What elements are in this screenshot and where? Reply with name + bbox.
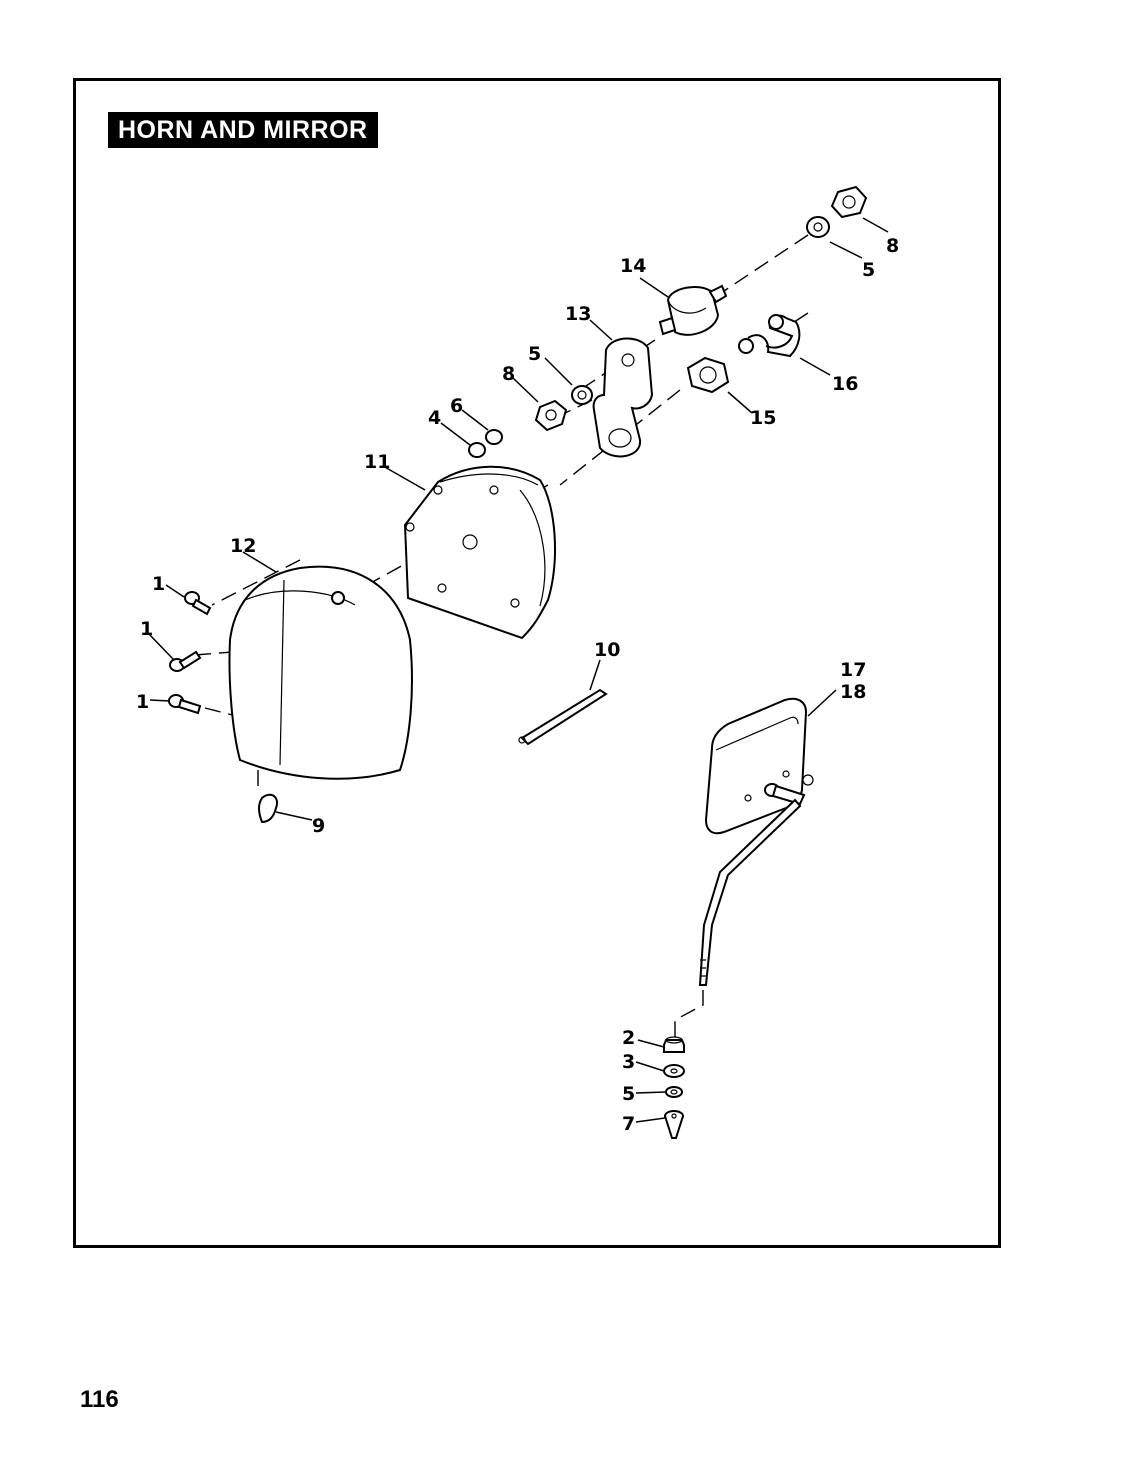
callout-8-top: 8 [886,235,899,257]
callout-2: 2 [622,1027,635,1049]
callout-17: 17 [840,659,866,681]
washer-part-4 [468,442,486,458]
horn-body-part-11 [403,465,556,640]
callout-16: 16 [832,373,858,395]
section-title: HORN AND MIRROR [108,112,378,148]
lockwasher-part-5-bottom [665,1086,683,1098]
lockwasher-part-5-top [806,216,830,238]
callout-13: 13 [565,303,591,325]
mirror-part-17-18 [698,697,814,986]
callout-12: 12 [230,535,256,557]
screw-part-1-top [184,591,212,616]
callout-6: 6 [450,395,463,417]
large-nut-part-15 [686,356,730,394]
callout-5-middle: 5 [528,343,541,365]
callout-1-middle: 1 [140,618,153,640]
screw-part-1-middle [169,650,202,672]
terminal-strap-part-16 [738,314,801,358]
nut-part-8-middle [534,399,568,432]
diagram-frame [73,78,1001,1248]
nut-part-8-top [830,185,868,219]
bracket-part-13 [592,337,654,458]
rubber-mount-part-14 [658,284,728,336]
callout-15: 15 [750,407,776,429]
callout-1-top: 1 [152,573,165,595]
washer-part-3 [663,1064,685,1078]
callout-5-bottom: 5 [622,1083,635,1105]
lockwasher-part-5-middle [571,385,593,405]
callout-18: 18 [840,681,866,703]
callout-1-bottom: 1 [136,691,149,713]
callout-3: 3 [622,1051,635,1073]
leader-lines [147,217,889,1123]
callout-9: 9 [312,815,325,837]
clip-part-9 [258,793,278,824]
callout-8-middle: 8 [502,363,515,385]
callout-14: 14 [620,255,646,277]
horn-cover-part-12 [228,565,413,780]
callout-5-top: 5 [862,259,875,281]
page-number: 116 [80,1386,119,1413]
nut-part-2 [663,1036,685,1053]
cable-strap-part-10 [518,688,608,746]
callout-7: 7 [622,1113,635,1135]
acorn-nut-part-7 [664,1110,684,1139]
nut-part-6 [485,429,503,445]
callout-4: 4 [428,407,441,429]
callout-11: 11 [364,451,390,473]
callout-numbers: 8 5 14 13 5 8 15 16 6 4 11 12 1 1 1 9 10… [136,235,899,1135]
screw-part-1-bottom [168,694,202,715]
callout-10: 10 [594,639,620,661]
